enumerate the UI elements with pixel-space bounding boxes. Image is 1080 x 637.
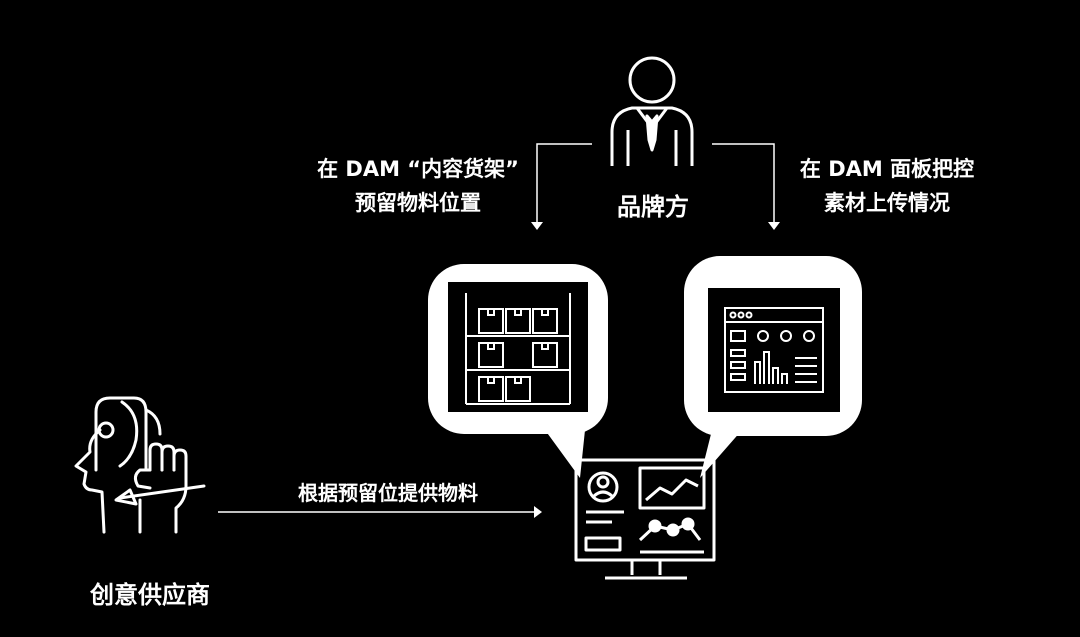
person-tie-icon [610, 56, 694, 166]
supply-flow-label: 根据预留位提供物料 [298, 481, 478, 505]
panel-flow-label-line1: 在 DAM 面板把控 [799, 157, 975, 181]
dashboard-panel-icon [708, 288, 840, 412]
monitor-analytics-icon [574, 458, 716, 580]
creative-worker-icon [74, 396, 206, 534]
panel-flow-label-line2: 素材上传情况 [824, 191, 950, 215]
panel-flow-label: 在 DAM 面板把控 素材上传情况 [782, 152, 992, 220]
shelf-flow-label-line2: 预留物料位置 [355, 191, 481, 215]
connector-shelf [531, 143, 592, 230]
shelf-flow-label-line1: 在 DAM “内容货架” [317, 157, 519, 181]
brand-label: 品牌方 [617, 193, 689, 221]
supplier-label: 创意供应商 [90, 581, 210, 609]
connector-panel [712, 143, 780, 230]
warehouse-shelf-icon [448, 282, 588, 412]
connector-supply [218, 506, 542, 518]
shelf-flow-label: 在 DAM “内容货架” 预留物料位置 [300, 152, 536, 220]
